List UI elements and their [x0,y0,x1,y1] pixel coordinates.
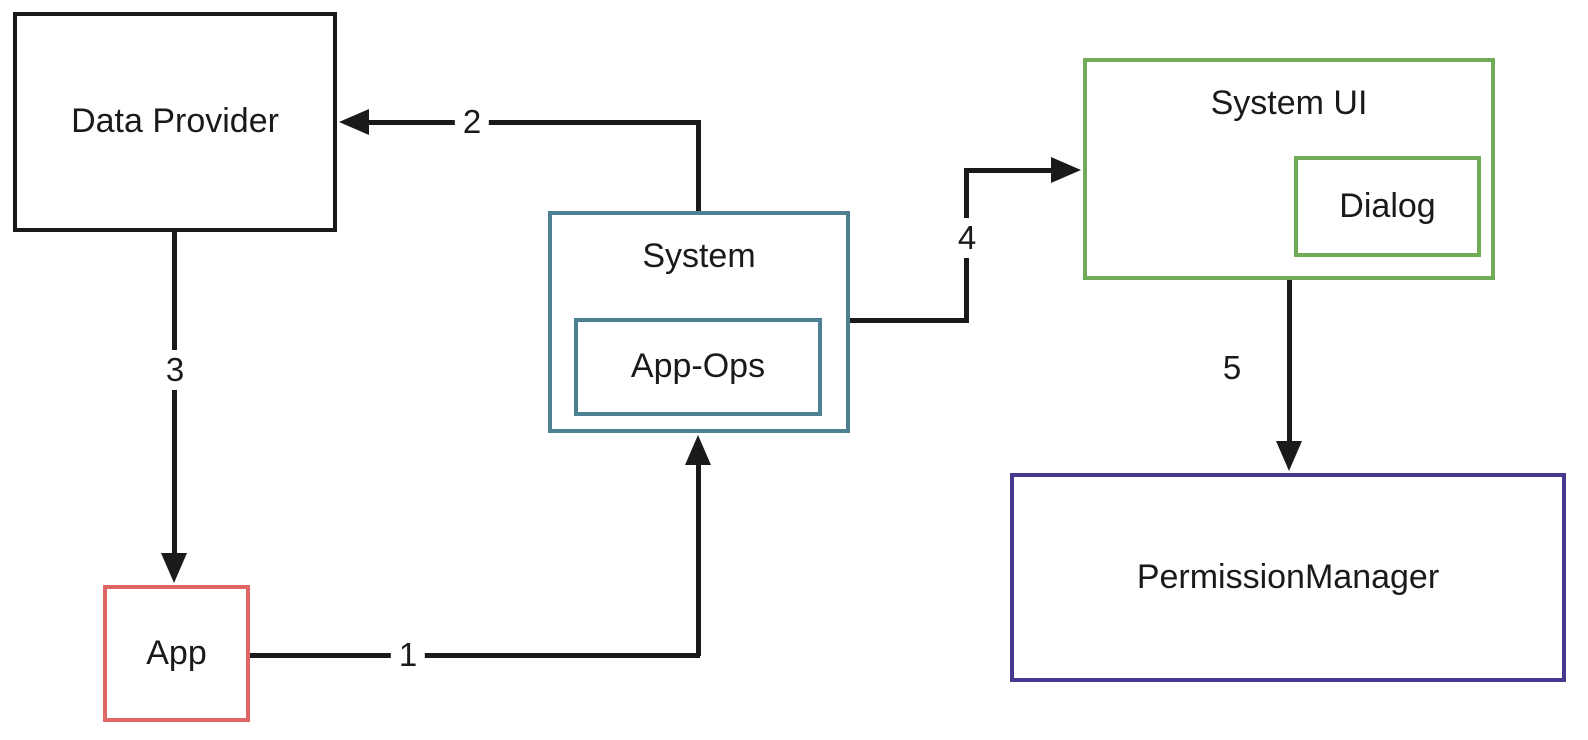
node-system-ui: System UI Dialog [1083,58,1495,280]
node-app: App [103,585,250,722]
node-data-provider: Data Provider [13,12,337,232]
edge-1-vertical-line [696,458,701,656]
node-app-label: App [146,633,207,672]
node-app-ops: App-Ops [574,318,822,416]
edge-1-arrowhead-up-icon [685,435,711,465]
edge-2-vertical-line [696,122,701,211]
node-system: System App-Ops [548,211,850,433]
node-permission-manager-label: PermissionManager [1136,557,1440,596]
edge-2-label: 2 [454,102,490,142]
node-system-label: System [642,237,756,275]
edge-5-label: 5 [1214,348,1250,388]
node-dialog-label: Dialog [1339,186,1436,225]
node-permission-manager: PermissionManager [1010,473,1566,682]
edge-4-lower-horizontal-line [850,318,969,323]
node-dialog: Dialog [1294,156,1481,257]
edge-4-upper-horizontal-line [964,168,1054,173]
edge-4-arrowhead-right-icon [1051,157,1081,183]
edge-2-arrowhead-left-icon [339,109,369,135]
edge-2-horizontal-line [365,120,701,125]
edge-5-vertical-line [1287,280,1292,442]
edge-4-label: 4 [949,218,985,258]
edge-5-arrowhead-down-icon [1276,441,1302,471]
node-system-ui-label: System UI [1210,84,1368,122]
edge-3-label: 3 [157,350,193,390]
edge-3-arrowhead-down-icon [161,553,187,583]
edge-1-label: 1 [390,635,426,675]
edge-3-vertical-line [172,232,177,554]
edge-1-horizontal-line [250,653,700,658]
node-data-provider-label: Data Provider [71,102,279,141]
node-app-ops-label: App-Ops [630,347,766,386]
